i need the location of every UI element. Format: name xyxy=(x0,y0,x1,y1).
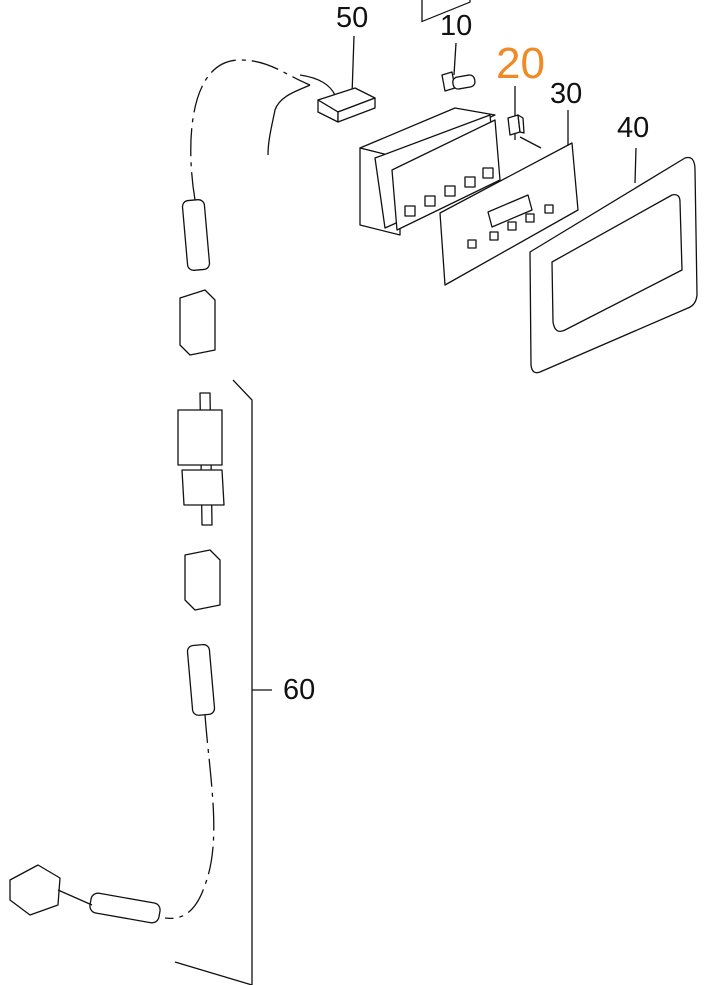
connector-plug-end[interactable] xyxy=(9,864,161,924)
callout-40[interactable]: 40 xyxy=(617,112,650,144)
adapter-connector[interactable] xyxy=(177,392,225,526)
cable-top xyxy=(190,59,311,201)
leader-40 xyxy=(634,147,637,184)
callout-10[interactable]: 10 xyxy=(440,10,473,42)
leader-10 xyxy=(453,42,457,76)
clip-guide xyxy=(519,136,542,149)
part-50-connector[interactable] xyxy=(317,87,376,123)
callout-60[interactable]: 60 xyxy=(283,674,316,706)
bracket-60 xyxy=(232,379,253,985)
bracket-60-bottom xyxy=(174,961,253,985)
callout-30[interactable]: 30 xyxy=(550,78,583,110)
controller-body[interactable] xyxy=(359,0,501,236)
connector-plug-bottom[interactable] xyxy=(184,549,221,716)
cable-bottom xyxy=(164,714,215,920)
part-30-front-panel[interactable] xyxy=(439,142,579,286)
leader-50 xyxy=(351,35,355,96)
callout-20[interactable]: 20 xyxy=(496,39,545,88)
callout-50[interactable]: 50 xyxy=(336,2,369,34)
cable-wire xyxy=(267,84,311,156)
cable-wire-2 xyxy=(299,74,336,96)
connector-plug-top[interactable] xyxy=(179,199,216,356)
part-40-frame[interactable] xyxy=(529,156,698,374)
part-10-screw[interactable] xyxy=(441,71,476,92)
part-20-clip[interactable] xyxy=(507,114,525,136)
